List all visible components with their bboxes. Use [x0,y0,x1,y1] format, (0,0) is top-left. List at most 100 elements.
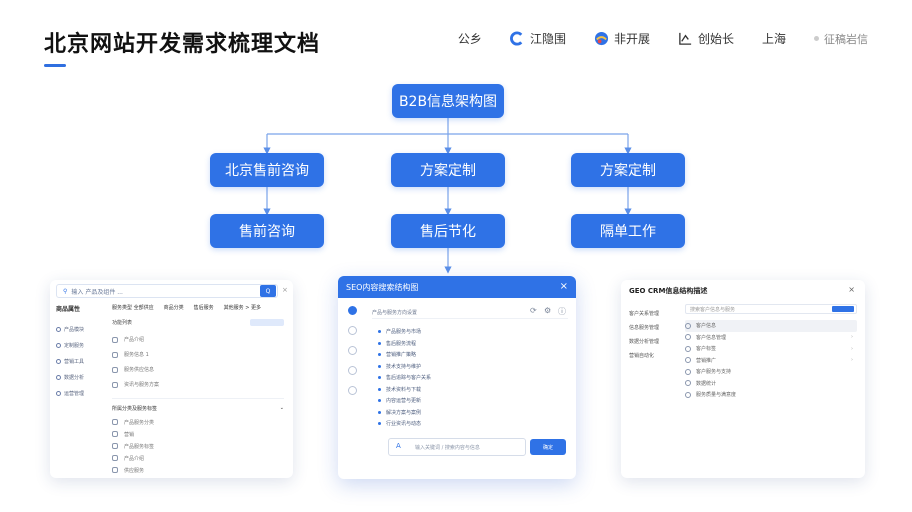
chevron-down-icon[interactable]: ⌄ [279,405,284,411]
sidebar-item[interactable]: 客户关系管理 [629,310,660,317]
list-item[interactable]: 供应服务 [112,464,284,476]
node-level1-c[interactable]: 方案定制 [571,153,685,187]
confirm-button[interactable]: 确定 [530,439,566,455]
list-item-label: 服务质量与满意度 [696,392,737,399]
nav-item-2[interactable]: 江隐围 [509,30,566,47]
list-item-label: 售后追踪与客户关系 [386,375,432,382]
rail-active-icon[interactable] [348,306,357,315]
nav-item-6[interactable]: 征稿岩信 [814,31,868,47]
search-input[interactable]: ⚲ 输入 产品及组件 ... [56,284,278,298]
history-icon[interactable]: ⟳ [530,306,537,315]
list-item[interactable]: 技术资料与下载 [378,384,566,396]
search-button[interactable] [832,306,854,312]
list-item[interactable]: 服务供应信息 [112,362,284,377]
list-item[interactable]: 客户信息管理› [685,332,857,344]
list-item[interactable]: 行业资讯与动态 [378,418,566,430]
sidebar-item[interactable]: 定制服务 [56,337,102,353]
node-level1-b[interactable]: 方案定制 [391,153,505,187]
list-item[interactable]: 解决方案与案例 [378,407,566,419]
search-input[interactable]: 输入关键词 / 搜索内容与信息 [388,438,526,456]
sidebar-item-label: 定制服务 [64,342,85,349]
item-icon [112,443,118,449]
sidebar-item[interactable]: 信息服务管理 [629,324,660,331]
list-item[interactable]: 资讯与服务方案 [112,377,284,392]
right-main: 搜索客户信息与服务 客户信息 客户信息管理› 客户标签› 营销推广› 客户服务与… [685,304,857,401]
list-item[interactable]: 服务质量与满意度 [685,389,857,401]
section-header-label: 所属分类及服务标签 [112,406,158,412]
list-item-label: 技术资料与下载 [386,386,422,393]
node-level2-c[interactable]: 隔单工作 [571,214,685,248]
sidebar-item[interactable]: 运营管理 [56,385,102,401]
rail-icon[interactable] [348,326,357,335]
list-item[interactable]: 产品介绍 [112,332,284,347]
sidebar-item[interactable]: 数据分析管理 [629,338,660,345]
item-icon [685,357,691,364]
node-root[interactable]: B2B信息架构图 [392,84,504,118]
list-item-label: 产品服务分类 [124,419,155,426]
toolbar-text: 产品与服务方向设置 [372,306,568,319]
rail-icon[interactable] [348,386,357,395]
list-item[interactable]: 营销推广策略 [378,349,566,361]
item-icon [112,419,118,425]
title-underline [44,64,66,67]
list-item-label: 营销 [124,431,135,438]
list-item[interactable]: 服务信息 1 [112,347,284,362]
bullet-icon [378,364,381,368]
nav-item-1[interactable]: 公乡 [458,30,482,47]
list-item-label: 客户服务与支持 [696,369,732,376]
bullet-icon [378,422,381,426]
tab[interactable]: 其他服务 > 更多 [223,305,261,311]
tab[interactable]: 服务类型 全部供应 [112,305,154,311]
close-icon[interactable]: × [848,285,855,294]
sidebar-item[interactable]: 营销工具 [56,353,102,369]
rail-icon[interactable] [348,366,357,375]
list-item-label: 产品服务与市场 [386,329,422,336]
search-button[interactable]: Q [260,285,276,297]
sidebar-item[interactable]: 数据分析 [56,369,102,385]
list-item-label: 资讯与服务方案 [124,382,160,388]
list-item[interactable]: 客户信息 [685,320,857,332]
list-item[interactable]: 营销推广› [685,355,857,367]
tab[interactable]: 售后服务 [193,305,214,311]
list-item[interactable]: 售后追踪与客户关系 [378,372,566,384]
node-level1-a[interactable]: 北京售前咨询 [210,153,324,187]
sub-header-pill[interactable] [250,319,284,326]
sidebar-item[interactable]: 产品模块 [56,321,102,337]
settings-icon[interactable]: ⚙ [544,306,552,315]
nav-item-3[interactable]: 非开展 [594,30,650,47]
bullet-icon [378,341,381,345]
nav-item-5[interactable]: 上海 [762,30,786,47]
node-level2-b[interactable]: 售后节化 [391,214,505,248]
close-icon[interactable]: × [559,281,568,292]
nav-item-4[interactable]: 创始长 [678,30,734,47]
list-item[interactable]: 售后服务流程 [378,338,566,350]
tab[interactable]: 商品分类 [163,305,184,311]
list-item-label: 客户标签 [696,346,717,353]
close-icon[interactable]: × [282,286,288,294]
item-icon [685,368,691,375]
list-item[interactable]: 产品服务标签 [112,440,284,452]
list-item[interactable]: 客户标签› [685,343,857,355]
info-icon[interactable]: ⓘ [558,307,566,316]
bullet-icon [378,387,381,391]
left-screen-panel: ⚲ 输入 产品及组件 ... Q × 商品属性 产品模块 定制服务 营销工具 数… [50,280,293,478]
circle-icon [56,390,61,396]
list-item[interactable]: 产品服务分类 [112,416,284,428]
node-level2-a[interactable]: 售前咨询 [210,214,324,248]
list-item[interactable]: 产品介绍 [112,452,284,464]
list-item[interactable]: 数据统计 [685,378,857,390]
list-item[interactable]: 技术支持与维护 [378,361,566,373]
icon-rail [348,306,360,406]
list-item[interactable]: 内容运营与更新 [378,395,566,407]
search-input[interactable]: 搜索客户信息与服务 [685,304,857,314]
nav-label: 非开展 [613,32,650,46]
sidebar-item[interactable]: 营销自动化 [629,352,655,359]
list-item[interactable]: 客户服务与支持 [685,366,857,378]
search-icon: ⚲ [63,287,68,295]
item-icon [112,455,118,461]
circle-icon [56,342,61,348]
sidebar-item-label: 运营管理 [64,390,85,397]
list-item[interactable]: 产品服务与市场 [378,326,566,338]
list-item[interactable]: 营销 [112,428,284,440]
rail-icon[interactable] [348,346,357,355]
